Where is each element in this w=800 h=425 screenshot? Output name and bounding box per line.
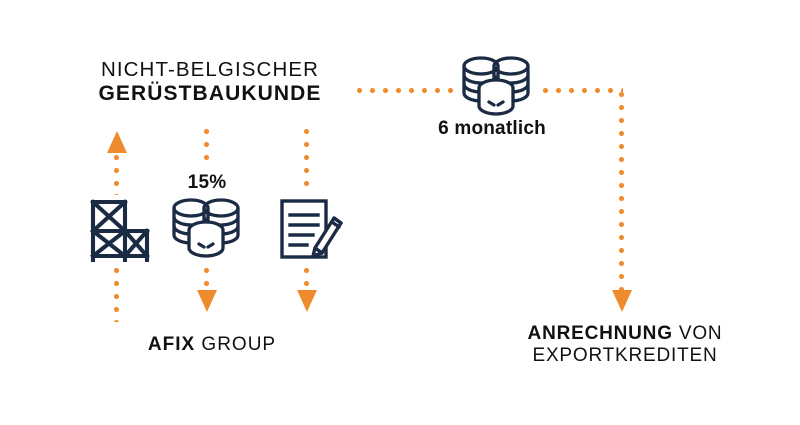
arrow-up-left: [107, 131, 127, 153]
export-credit-label: ANRECHNUNG VON EXPORTKREDITEN: [495, 323, 755, 368]
title-line-1: NICHT-BELGISCHER: [100, 58, 320, 81]
dotted-line-top-right-segment: [543, 88, 623, 93]
dotted-line-middle-lower: [204, 268, 209, 290]
scaffolding-icon: [85, 196, 151, 262]
dotted-line-middle-upper: [204, 129, 209, 167]
dotted-line-left-upper: [114, 155, 119, 195]
percent-label: 15%: [187, 172, 227, 193]
arrow-down-middle: [197, 290, 217, 312]
credit-bold-text: ANRECHNUNG: [527, 323, 673, 344]
arrow-down-far-right: [612, 290, 632, 312]
coin-stack-icon-top: [461, 55, 531, 119]
period-label: 6 monatlich: [438, 118, 546, 139]
afix-group-label: AFIX GROUP: [112, 334, 312, 356]
dotted-line-right-vertical: [619, 92, 624, 290]
afix-bold-text: AFIX: [147, 334, 196, 355]
coin-stack-icon-left: [171, 197, 241, 261]
dotted-line-right-lower: [304, 268, 309, 290]
afix-light-text: GROUP: [195, 334, 277, 355]
credit-line-2: EXPORTKREDITEN: [532, 345, 718, 367]
page-title: NICHT-BELGISCHER GERÜSTBAUKUNDE: [0, 58, 420, 107]
arrow-down-right: [297, 290, 317, 312]
dotted-line-top-left-segment: [357, 88, 457, 93]
credit-light-text: VON: [672, 323, 723, 344]
contract-pen-icon: [277, 196, 345, 262]
dotted-line-right-upper: [304, 129, 309, 189]
title-line-2: GERÜSTBAUKUNDE: [98, 82, 322, 106]
dotted-line-left-lower: [114, 268, 119, 322]
